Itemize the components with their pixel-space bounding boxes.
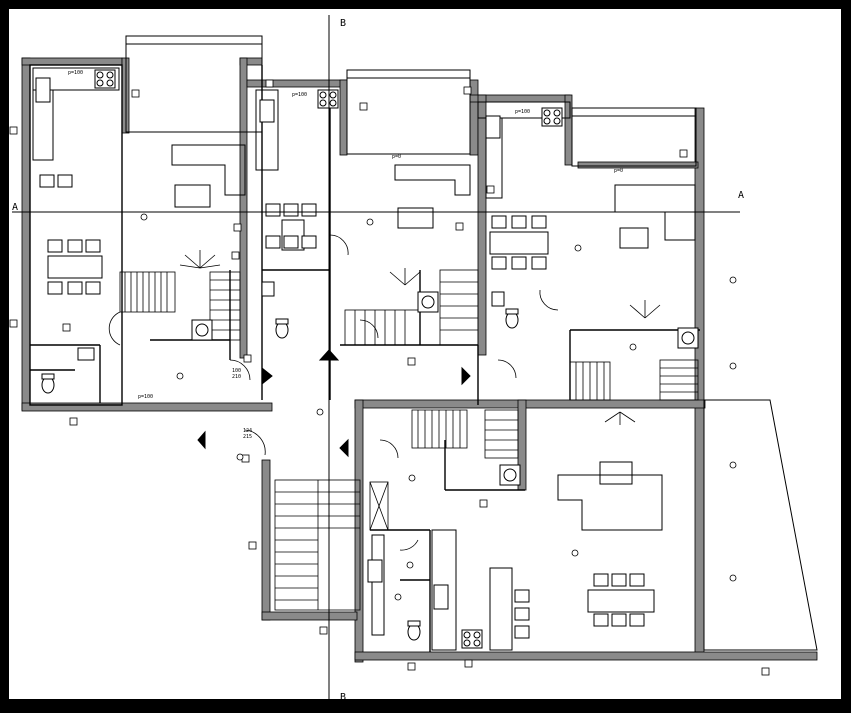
section-mark-a-left: A [12, 202, 18, 213]
sinks [35, 77, 505, 610]
balconies [125, 35, 818, 651]
label-p100-d: p=100 [138, 394, 153, 400]
label-p100-a: p=100 [68, 70, 83, 76]
tag-markers [9, 79, 770, 676]
door-swings [108, 234, 559, 551]
toilets [41, 308, 519, 641]
label-p0-a: p=0 [392, 154, 401, 160]
label-dim-210: 210 [232, 374, 241, 380]
staircases [119, 269, 699, 611]
dining-tables [39, 174, 655, 639]
kitchen-counters [32, 67, 571, 651]
section-lines [12, 15, 740, 700]
stoves [94, 69, 563, 649]
section-mark-a-right: A [738, 190, 744, 201]
label-p100-c: p=100 [515, 109, 530, 115]
drawing-frame [7, 7, 843, 701]
label-dim-100: 100 [232, 368, 241, 374]
section-mark-b-top: B [340, 18, 346, 29]
drawing-sheet [8, 8, 842, 700]
exterior-walls [21, 57, 818, 663]
section-mark-b-bottom: B [340, 692, 346, 703]
round-fixtures [191, 291, 699, 486]
label-p100-b: p=100 [292, 92, 307, 98]
label-door-124: 124 [243, 428, 252, 434]
label-p0-b: p=0 [614, 168, 623, 174]
label-door-215: 215 [243, 434, 252, 440]
ceiling-lamps [179, 250, 661, 425]
interior-walls [29, 64, 700, 652]
